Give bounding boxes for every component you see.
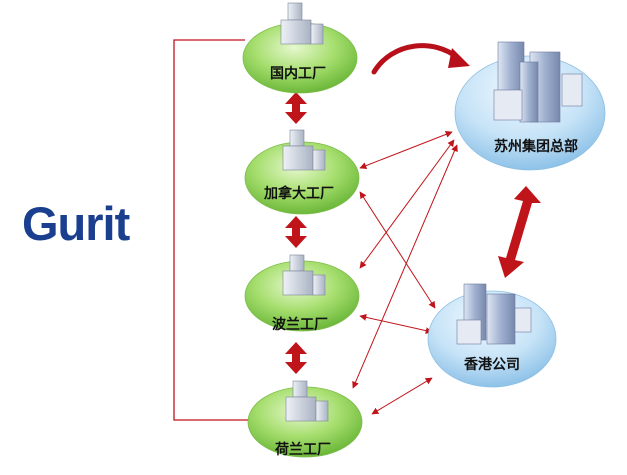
- factory-link-arrows: [285, 92, 307, 374]
- label-suzhou-hq: 苏州集团总部: [494, 139, 578, 155]
- building-icon: [282, 254, 326, 296]
- connection-arrows: [352, 131, 458, 415]
- label-hongkong-company: 香港公司: [464, 357, 520, 373]
- label-canada-factory: 加拿大工厂: [264, 186, 334, 202]
- label-netherlands-factory: 荷兰工厂: [275, 442, 331, 458]
- label-domestic-factory: 国内工厂: [270, 66, 326, 82]
- bracket-line: [173, 39, 250, 421]
- office-towers-icon: [456, 283, 532, 345]
- arrow-poland-suzhou: [359, 139, 455, 269]
- gurit-logo: Gurit: [22, 197, 130, 250]
- thick-arrow-suzhou-hongkong: [498, 186, 541, 278]
- arrow-poland-hongkong: [359, 313, 433, 335]
- thick-arrow-2: [285, 216, 307, 248]
- building-icon: [280, 2, 324, 45]
- thick-arrow-3: [285, 342, 307, 374]
- office-towers-icon: [493, 41, 583, 123]
- thick-arrow-1: [285, 92, 307, 124]
- label-poland-factory: 波兰工厂: [272, 317, 328, 333]
- arrow-canada-suzhou: [359, 131, 453, 169]
- curved-arrow-domestic-suzhou: [371, 43, 461, 75]
- building-icon: [285, 380, 329, 422]
- building-icon: [282, 129, 326, 171]
- arrow-canada-hongkong: [359, 191, 436, 309]
- arrow-netherlands-hongkong: [371, 377, 433, 415]
